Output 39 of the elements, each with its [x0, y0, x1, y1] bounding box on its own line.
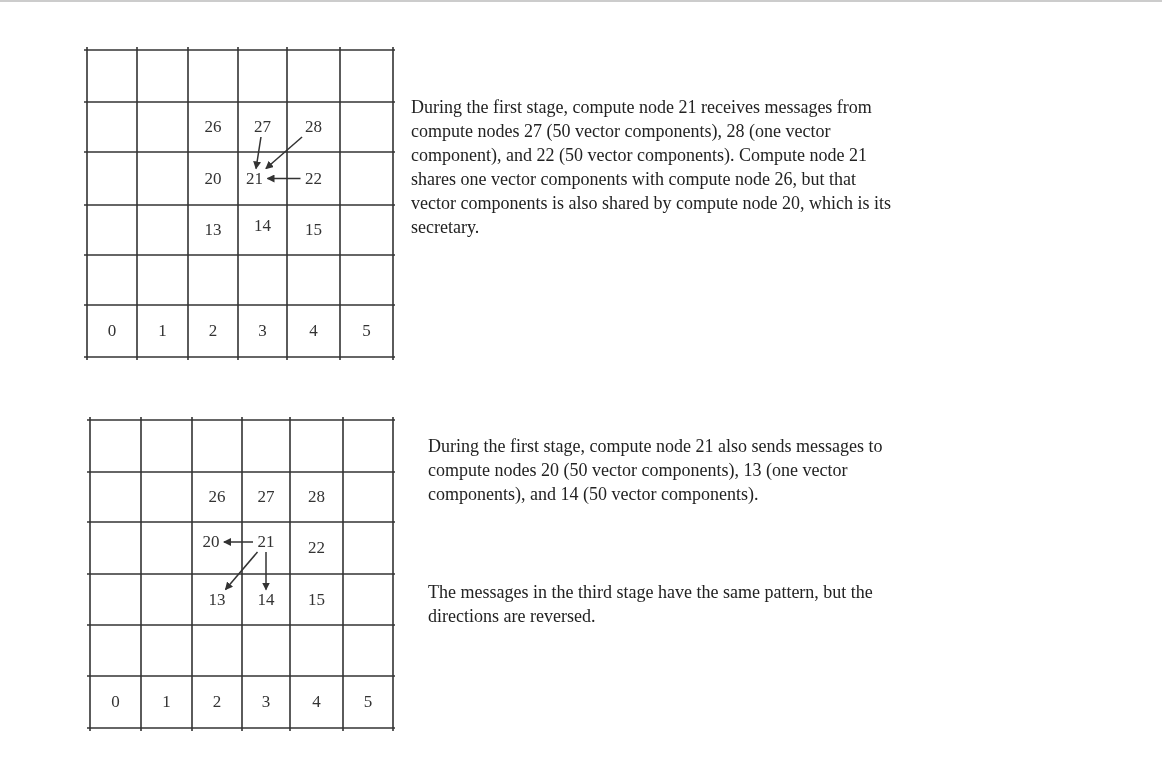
arrow	[266, 174, 302, 183]
node-number: 3	[253, 692, 279, 712]
node-number: 20	[198, 532, 224, 552]
node-number: 2	[204, 692, 230, 712]
node-number: 13	[200, 220, 226, 240]
node-number: 4	[303, 692, 330, 712]
node-number: 28	[303, 487, 330, 507]
node-number: 26	[200, 117, 226, 137]
node-number: 26	[204, 487, 230, 507]
node-number: 28	[300, 117, 327, 137]
arrow	[253, 136, 262, 170]
node-number: 22	[303, 538, 330, 558]
node-number: 0	[102, 692, 129, 712]
node-number: 14	[253, 589, 279, 610]
arrow	[265, 136, 303, 170]
node-number: 27	[249, 117, 276, 137]
node-number: 5	[353, 321, 380, 341]
arrow	[262, 551, 270, 591]
node-number: 13	[204, 589, 230, 610]
node-number: 22	[300, 168, 327, 189]
description-paragraph: The messages in the third stage have the same pattern, but the directions are reversed.	[428, 581, 874, 628]
node-number: 27	[253, 487, 279, 507]
arrow	[223, 538, 254, 546]
node-number: 15	[303, 589, 330, 610]
node-number: 14	[249, 216, 276, 236]
arrow	[224, 551, 259, 591]
node-number: 3	[249, 321, 276, 341]
node-number: 1	[149, 321, 176, 341]
node-number: 21	[241, 168, 268, 189]
node-number: 5	[355, 692, 381, 712]
node-number: 21	[253, 532, 279, 552]
node-number: 2	[200, 321, 226, 341]
node-number: 15	[300, 220, 327, 240]
description-paragraph: During the first stage, compute node 21 receives messages from compute nodes 27 (50 vector components), 28 (one vector component), and 22 (50 vector components). Compute node 21 shares one vector components with compute node 26, but that vector components is also shared by compute node 20, which is its secretary.	[411, 96, 891, 239]
description-paragraph: During the first stage, compute node 21 also sends messages to compute nodes 20 (50 vector components), 13 (one vector components), and 14 (50 vector components).	[428, 435, 884, 506]
node-number: 4	[300, 321, 327, 341]
node-number: 0	[99, 321, 125, 341]
node-number: 20	[200, 168, 226, 189]
node-number: 1	[153, 692, 180, 712]
